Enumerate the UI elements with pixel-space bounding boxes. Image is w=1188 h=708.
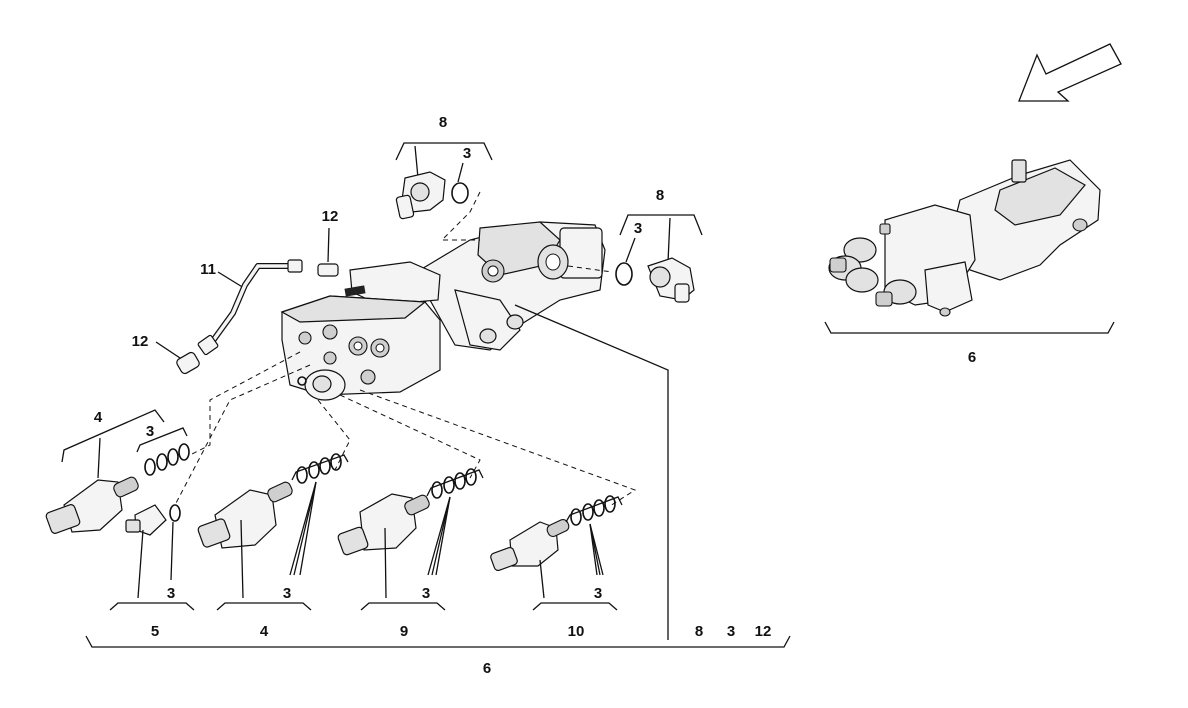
label-6-inset: 6	[968, 349, 976, 366]
part-group-10: 3 10	[490, 495, 623, 640]
label-3-g9: 3	[422, 585, 430, 602]
callout-8-right: 8 3	[567, 187, 703, 303]
label-8-top: 8	[439, 114, 447, 131]
label-5: 5	[151, 623, 159, 640]
assembled-unit-view	[828, 159, 1101, 317]
label-12-top: 12	[322, 208, 339, 225]
label-12-left: 12	[132, 333, 149, 350]
label-4-left: 4	[94, 409, 103, 426]
part-group-9: 3 9	[337, 468, 484, 640]
valve-body-assembly	[280, 221, 606, 401]
label-12-side: 12	[755, 623, 772, 640]
label-4-mid: 4	[260, 623, 269, 640]
label-3-g10: 3	[594, 585, 602, 602]
label-3-g5: 3	[167, 585, 175, 602]
part-group-4-mid: 3 4	[197, 453, 349, 640]
label-10: 10	[568, 623, 585, 640]
arrow-down-left-icon	[1018, 43, 1122, 102]
callout-8-3-12: 8 3 12	[695, 623, 772, 640]
label-3-g4mid: 3	[283, 585, 291, 602]
label-11: 11	[200, 261, 216, 278]
assembly-dashed-lines	[174, 304, 669, 640]
callout-6-inset: 6	[824, 321, 1115, 366]
label-3-side: 3	[727, 623, 735, 640]
label-8-right: 8	[656, 187, 664, 204]
callout-8-top: 8 3	[395, 114, 493, 241]
label-6-bottom: 6	[483, 660, 491, 677]
label-8-side: 8	[695, 623, 703, 640]
part-group-4-left: 4 3	[45, 409, 190, 534]
label-9: 9	[400, 623, 408, 640]
label-3-top: 3	[463, 145, 471, 162]
part-group-5: 3 5	[109, 504, 195, 640]
label-3-right: 3	[634, 220, 642, 237]
callout-11-12: 12 11 12	[132, 208, 339, 375]
label-3-left: 3	[146, 423, 154, 440]
callout-6-bottom: 6	[85, 635, 791, 677]
